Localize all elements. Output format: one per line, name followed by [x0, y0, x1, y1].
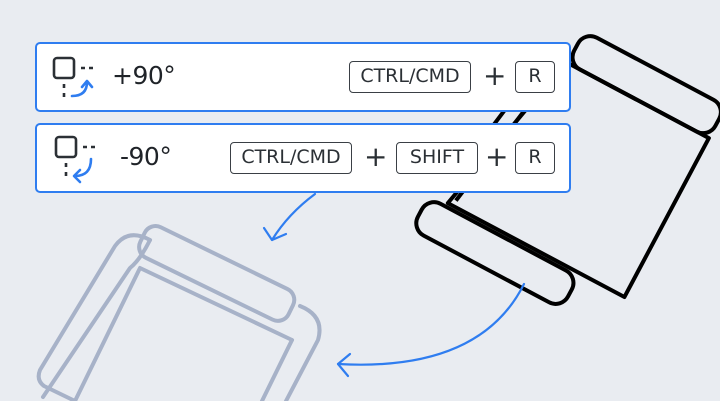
armchair-ghost [36, 224, 322, 401]
key-r: R [515, 142, 555, 174]
rotate-clockwise-icon [52, 56, 94, 98]
shortcut-card-rotate-ccw: -90° CTRL/CMD + SHIFT + R [35, 123, 571, 193]
rotation-label: +90° [112, 61, 176, 90]
key-ctrl-cmd: CTRL/CMD [230, 142, 352, 174]
key-r: R [515, 61, 555, 93]
armchair-ghost-left-arm [36, 233, 152, 401]
key-shift: SHIFT [396, 142, 478, 174]
key-ctrl-cmd: CTRL/CMD [349, 61, 471, 93]
armchair-current-front-arm [414, 200, 576, 306]
short-rotation-arrow [270, 192, 317, 242]
armchair-ghost-right-arm-inner [260, 338, 294, 401]
long-rotation-arrow [336, 282, 526, 366]
armchair-current-back [570, 34, 720, 136]
shortcut-card-rotate-cw: +90° CTRL/CMD + R [35, 42, 571, 112]
armchair-ghost-backrest [137, 224, 297, 323]
plus-separator: + [485, 140, 509, 173]
plus-separator: + [483, 59, 507, 92]
long-arrow-head-icon [336, 352, 352, 378]
plus-separator: + [364, 140, 388, 173]
rotation-label: -90° [120, 142, 172, 171]
armchair-ghost-right-arm [284, 304, 322, 401]
armchair-ghost-left-arm-inner [41, 238, 152, 399]
short-arrow-head-icon [262, 226, 288, 242]
rotate-counterclockwise-icon [54, 135, 95, 184]
armchair-ghost-seat [73, 266, 294, 401]
rotation-arrows [262, 192, 526, 378]
